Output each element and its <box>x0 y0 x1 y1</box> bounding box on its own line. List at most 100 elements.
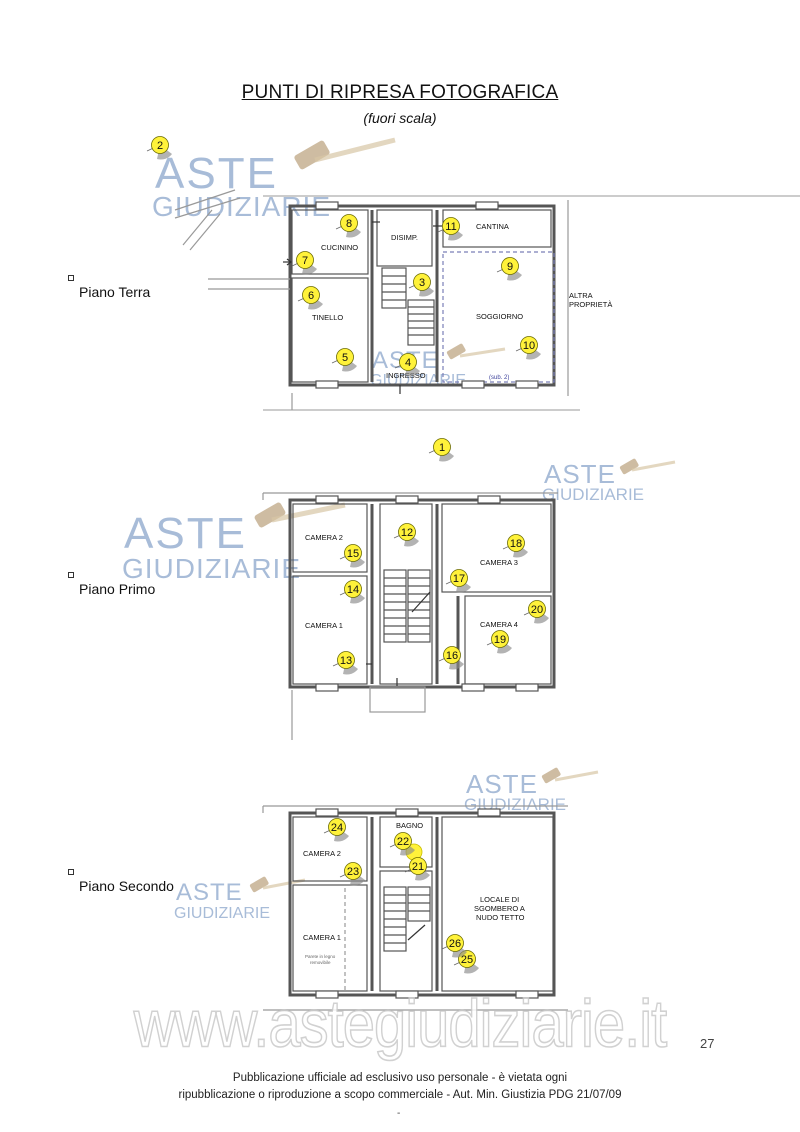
photo-point-marker: 15 <box>339 544 365 568</box>
room-label: CAMERA 1 <box>303 933 341 942</box>
gavel-icon <box>446 343 506 360</box>
watermark-text: ASTE <box>124 509 247 558</box>
gavel-icon <box>541 767 599 784</box>
photo-point-marker: 10 <box>515 336 541 360</box>
page-title: PUNTI DI RIPRESA FOTOGRAFICA <box>241 82 559 103</box>
marker-circle <box>443 646 461 664</box>
photo-point-marker: 12 <box>393 523 419 547</box>
room-label: (sub. 2) <box>489 375 509 381</box>
photo-point-marker: 22 <box>389 832 415 856</box>
floor-label-terra: Piano Terra <box>68 275 150 300</box>
watermark-text: GIUDIZIARIE <box>122 553 301 584</box>
photo-point-marker: 5 <box>331 348 357 372</box>
marker-circle <box>344 862 362 880</box>
watermark-text: GIUDIZIARIE <box>174 905 270 922</box>
photo-point-marker: 4 <box>394 353 420 377</box>
marker-circle <box>344 580 362 598</box>
photo-points: 1234567891011121314151617181920212223242… <box>146 136 549 974</box>
photo-point-marker: 13 <box>332 651 358 675</box>
square-outline-icon <box>68 275 74 281</box>
marker-circle <box>520 336 538 354</box>
marker-number: 4 <box>405 357 411 369</box>
marker-number: 20 <box>531 604 543 616</box>
marker-number: 9 <box>507 261 513 273</box>
marker-number: 26 <box>449 938 461 950</box>
room-label: TINELLO <box>312 313 343 322</box>
room-label: CAMERA 2 <box>305 533 343 542</box>
watermark-logo-5: ASTE GIUDIZIARIE <box>464 767 599 814</box>
plan-piano-terra <box>174 189 800 411</box>
marker-number: 21 <box>412 861 424 873</box>
photo-point-marker: 24 <box>323 818 349 842</box>
marker-circle <box>507 534 525 552</box>
marker-number: 22 <box>397 836 409 848</box>
floor-label-text: Piano Secondo <box>79 878 174 894</box>
room-label: CUCININO <box>321 243 358 252</box>
photo-point-marker: 17 <box>445 569 471 593</box>
photo-point-marker: 7 <box>291 251 317 275</box>
marker-circle <box>528 600 546 618</box>
photo-point-marker: 20 <box>523 600 549 624</box>
marker-number: 13 <box>340 655 352 667</box>
watermark-text: GIUDIZIARIE <box>542 485 644 504</box>
room-label: PROPRIETÀ <box>569 300 612 309</box>
plan-piano-secondo <box>262 805 568 1011</box>
photo-point-marker: 19 <box>486 630 512 654</box>
marker-number: 16 <box>446 650 458 662</box>
room-label: NUDO TETTO <box>476 913 525 922</box>
marker-circle <box>394 832 412 850</box>
marker-circle <box>337 651 355 669</box>
marker-circle <box>413 273 431 291</box>
floor-label-secondo: Piano Secondo <box>68 869 174 894</box>
room-labels-primo: CAMERA 2 CAMERA 3 CAMERA 1 CAMERA 4 <box>305 533 518 630</box>
marker-number: 15 <box>347 548 359 560</box>
marker-circle <box>491 630 509 648</box>
watermark-logo-6: ASTE GIUDIZIARIE <box>174 876 306 922</box>
footer-disclaimer: Pubblicazione ufficiale ad esclusivo uso… <box>0 1070 800 1104</box>
room-label: CAMERA 1 <box>305 621 343 630</box>
marker-circle <box>446 934 464 952</box>
marker-circle <box>433 438 451 456</box>
marker-number: 11 <box>445 221 456 233</box>
photo-point-marker: 2 <box>146 136 172 160</box>
footer-line: ripubblicazione o riproduzione a scopo c… <box>178 1089 622 1101</box>
marker-number: 3 <box>419 277 425 289</box>
room-label: removibile <box>310 960 331 965</box>
marker-circle <box>450 569 468 587</box>
photo-point-marker: 16 <box>438 646 464 670</box>
marker-circle <box>296 251 314 269</box>
marker-circle <box>328 818 346 836</box>
watermark-text: ASTE <box>155 149 278 198</box>
marker-circle <box>340 214 358 232</box>
room-label: ALTRA <box>569 291 593 300</box>
gavel-icon <box>619 458 676 475</box>
photo-point-marker: 9 <box>496 257 522 281</box>
plan-piano-primo <box>262 492 558 740</box>
gavel-icon <box>294 137 396 170</box>
photo-point-marker: 23 <box>339 862 365 886</box>
room-label: SGOMBERO A <box>474 904 525 913</box>
marker-circle <box>399 353 417 371</box>
marker-number: 19 <box>494 634 506 646</box>
site-watermark: www.astegiudiziarie.it <box>133 987 667 1062</box>
room-label: LOCALE DI <box>480 895 519 904</box>
gavel-icon <box>254 502 346 528</box>
watermark-logo-3: ASTE GIUDIZIARIE <box>542 458 676 504</box>
marker-number: 6 <box>308 290 314 302</box>
marker-number: 23 <box>347 866 359 878</box>
room-label: BAGNO <box>396 821 423 830</box>
room-labels-secondo: BAGNO CAMERA 2 LOCALE DI SGOMBERO A NUDO… <box>303 821 525 965</box>
floor-label-text: Piano Primo <box>79 581 156 597</box>
room-label: DISIMP. <box>391 233 418 242</box>
marker-number: 25 <box>461 954 473 966</box>
room-label: CANTINA <box>476 222 509 231</box>
photo-point-marker: 11 <box>437 217 463 241</box>
marker-number: 1 <box>439 442 445 454</box>
watermark-logo-2: ASTE GIUDIZIARIE <box>122 502 346 584</box>
watermark-text: ASTE <box>176 879 243 906</box>
footer-line: Pubblicazione ufficiale ad esclusivo uso… <box>232 1072 568 1084</box>
marker-number: 17 <box>453 573 465 585</box>
room-label: SOGGIORNO <box>476 312 523 321</box>
square-outline-icon <box>68 572 74 578</box>
